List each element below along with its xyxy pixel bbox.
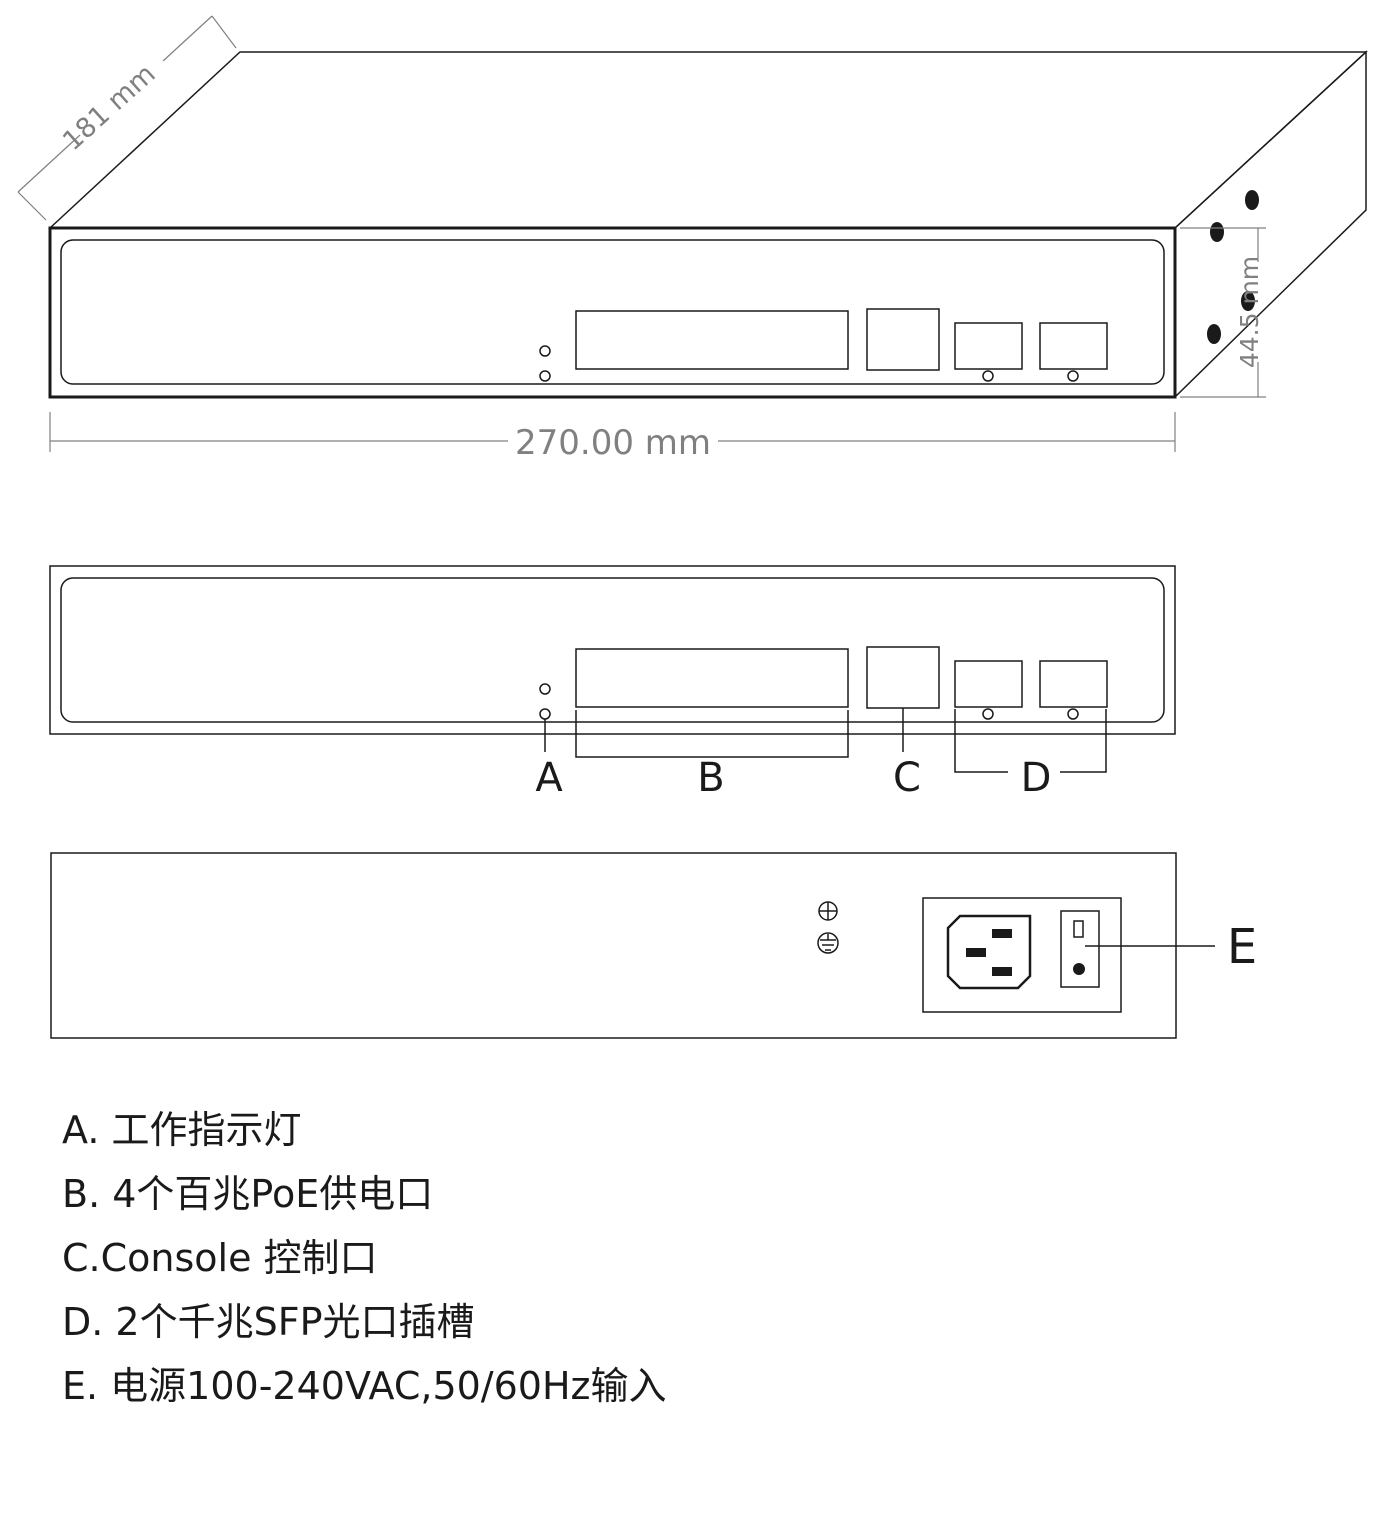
legend-item-d: D. 2个千兆SFP光口插槽 <box>62 1300 475 1344</box>
console-port <box>866 646 940 709</box>
screw-icon <box>1210 222 1224 242</box>
screw-icon <box>1207 324 1221 344</box>
sfp-led-1 <box>982 370 994 382</box>
sfp-slot-2 <box>1039 322 1108 370</box>
front-view <box>49 565 1176 773</box>
sfp-slot-1 <box>954 322 1023 370</box>
callout-bracket-d-left <box>954 709 1008 773</box>
led-2 <box>539 708 551 720</box>
sfp-led-1 <box>982 708 994 720</box>
poe-ports-block <box>575 648 849 708</box>
power-module <box>922 897 1122 1013</box>
sfp-led-2 <box>1067 370 1079 382</box>
front-face <box>48 226 1177 399</box>
top-face <box>48 51 1368 229</box>
console-port <box>866 308 940 371</box>
ground-terminal-icon <box>818 901 838 921</box>
screw-icon <box>1241 291 1255 311</box>
sfp-led-2 <box>1067 708 1079 720</box>
earth-ground-icon <box>817 932 839 954</box>
callout-label-a: A <box>535 755 563 801</box>
callout-label-b: B <box>697 755 724 801</box>
height-dimension-label: 44.5 mm <box>1235 256 1264 368</box>
power-socket-icon <box>946 914 1032 990</box>
poe-ports-block <box>575 310 849 370</box>
sfp-slot-2 <box>1039 660 1108 708</box>
legend-item-e: E. 电源100-240VAC,50/60Hz输入 <box>62 1364 667 1408</box>
front-panel-inset <box>60 239 1165 385</box>
callout-label-e: E <box>1227 919 1257 975</box>
side-face <box>1174 50 1367 399</box>
width-dimension-label: 270.00 mm <box>515 423 711 463</box>
power-switch-icon <box>1060 910 1100 988</box>
legend-item-c: C.Console 控制口 <box>62 1236 378 1280</box>
rear-outline <box>50 852 1177 1039</box>
isometric-view <box>48 50 1368 399</box>
callout-bracket-d-right <box>1060 709 1107 773</box>
front-outline <box>49 565 1176 735</box>
front-panel-inset <box>60 577 1165 723</box>
rear-view <box>50 852 1215 1039</box>
dimension-lines <box>17 15 1266 452</box>
led-1 <box>539 683 551 695</box>
callout-label-d: D <box>1021 755 1052 801</box>
screw-icon <box>1245 190 1259 210</box>
sfp-slot-1 <box>954 660 1023 708</box>
switch-technical-drawing: 181 mm 270.00 mm 44.5 mm A B C D E <box>17 15 1368 1039</box>
led-1 <box>539 345 551 357</box>
legend-item-a: A. 工作指示灯 <box>62 1108 302 1152</box>
callout-bracket-b <box>575 710 849 758</box>
led-2 <box>539 370 551 382</box>
legend: A. 工作指示灯 B. 4个百兆PoE供电口 C.Console 控制口 D. … <box>62 1098 666 1418</box>
legend-item-b: B. 4个百兆PoE供电口 <box>62 1172 434 1216</box>
callout-label-c: C <box>893 755 921 801</box>
depth-dimension-label: 181 mm <box>57 58 162 156</box>
